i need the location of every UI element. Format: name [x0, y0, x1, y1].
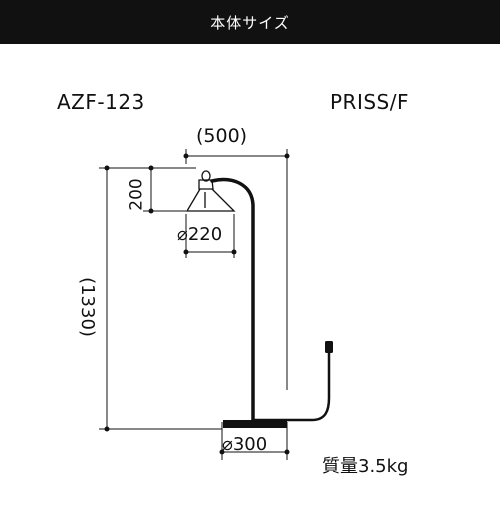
shade-diameter-label: ⌀220	[177, 224, 223, 245]
model-name: PRISS/F	[330, 90, 409, 114]
header-title: 本体サイズ	[210, 13, 290, 32]
lamp-base	[223, 420, 287, 428]
header-bar: 本体サイズ	[0, 0, 500, 44]
shade-height-label: 200	[126, 178, 147, 211]
model-code: AZF-123	[57, 90, 145, 114]
cord-switch	[325, 341, 333, 353]
width-label: (500)	[196, 125, 248, 147]
lamp-pole	[210, 177, 333, 428]
base-diameter-label: ⌀300	[222, 434, 268, 455]
total-height-label: (1330)	[76, 277, 98, 337]
lamp-shade	[185, 170, 236, 212]
weight-label: 質量3.5kg	[322, 456, 409, 477]
